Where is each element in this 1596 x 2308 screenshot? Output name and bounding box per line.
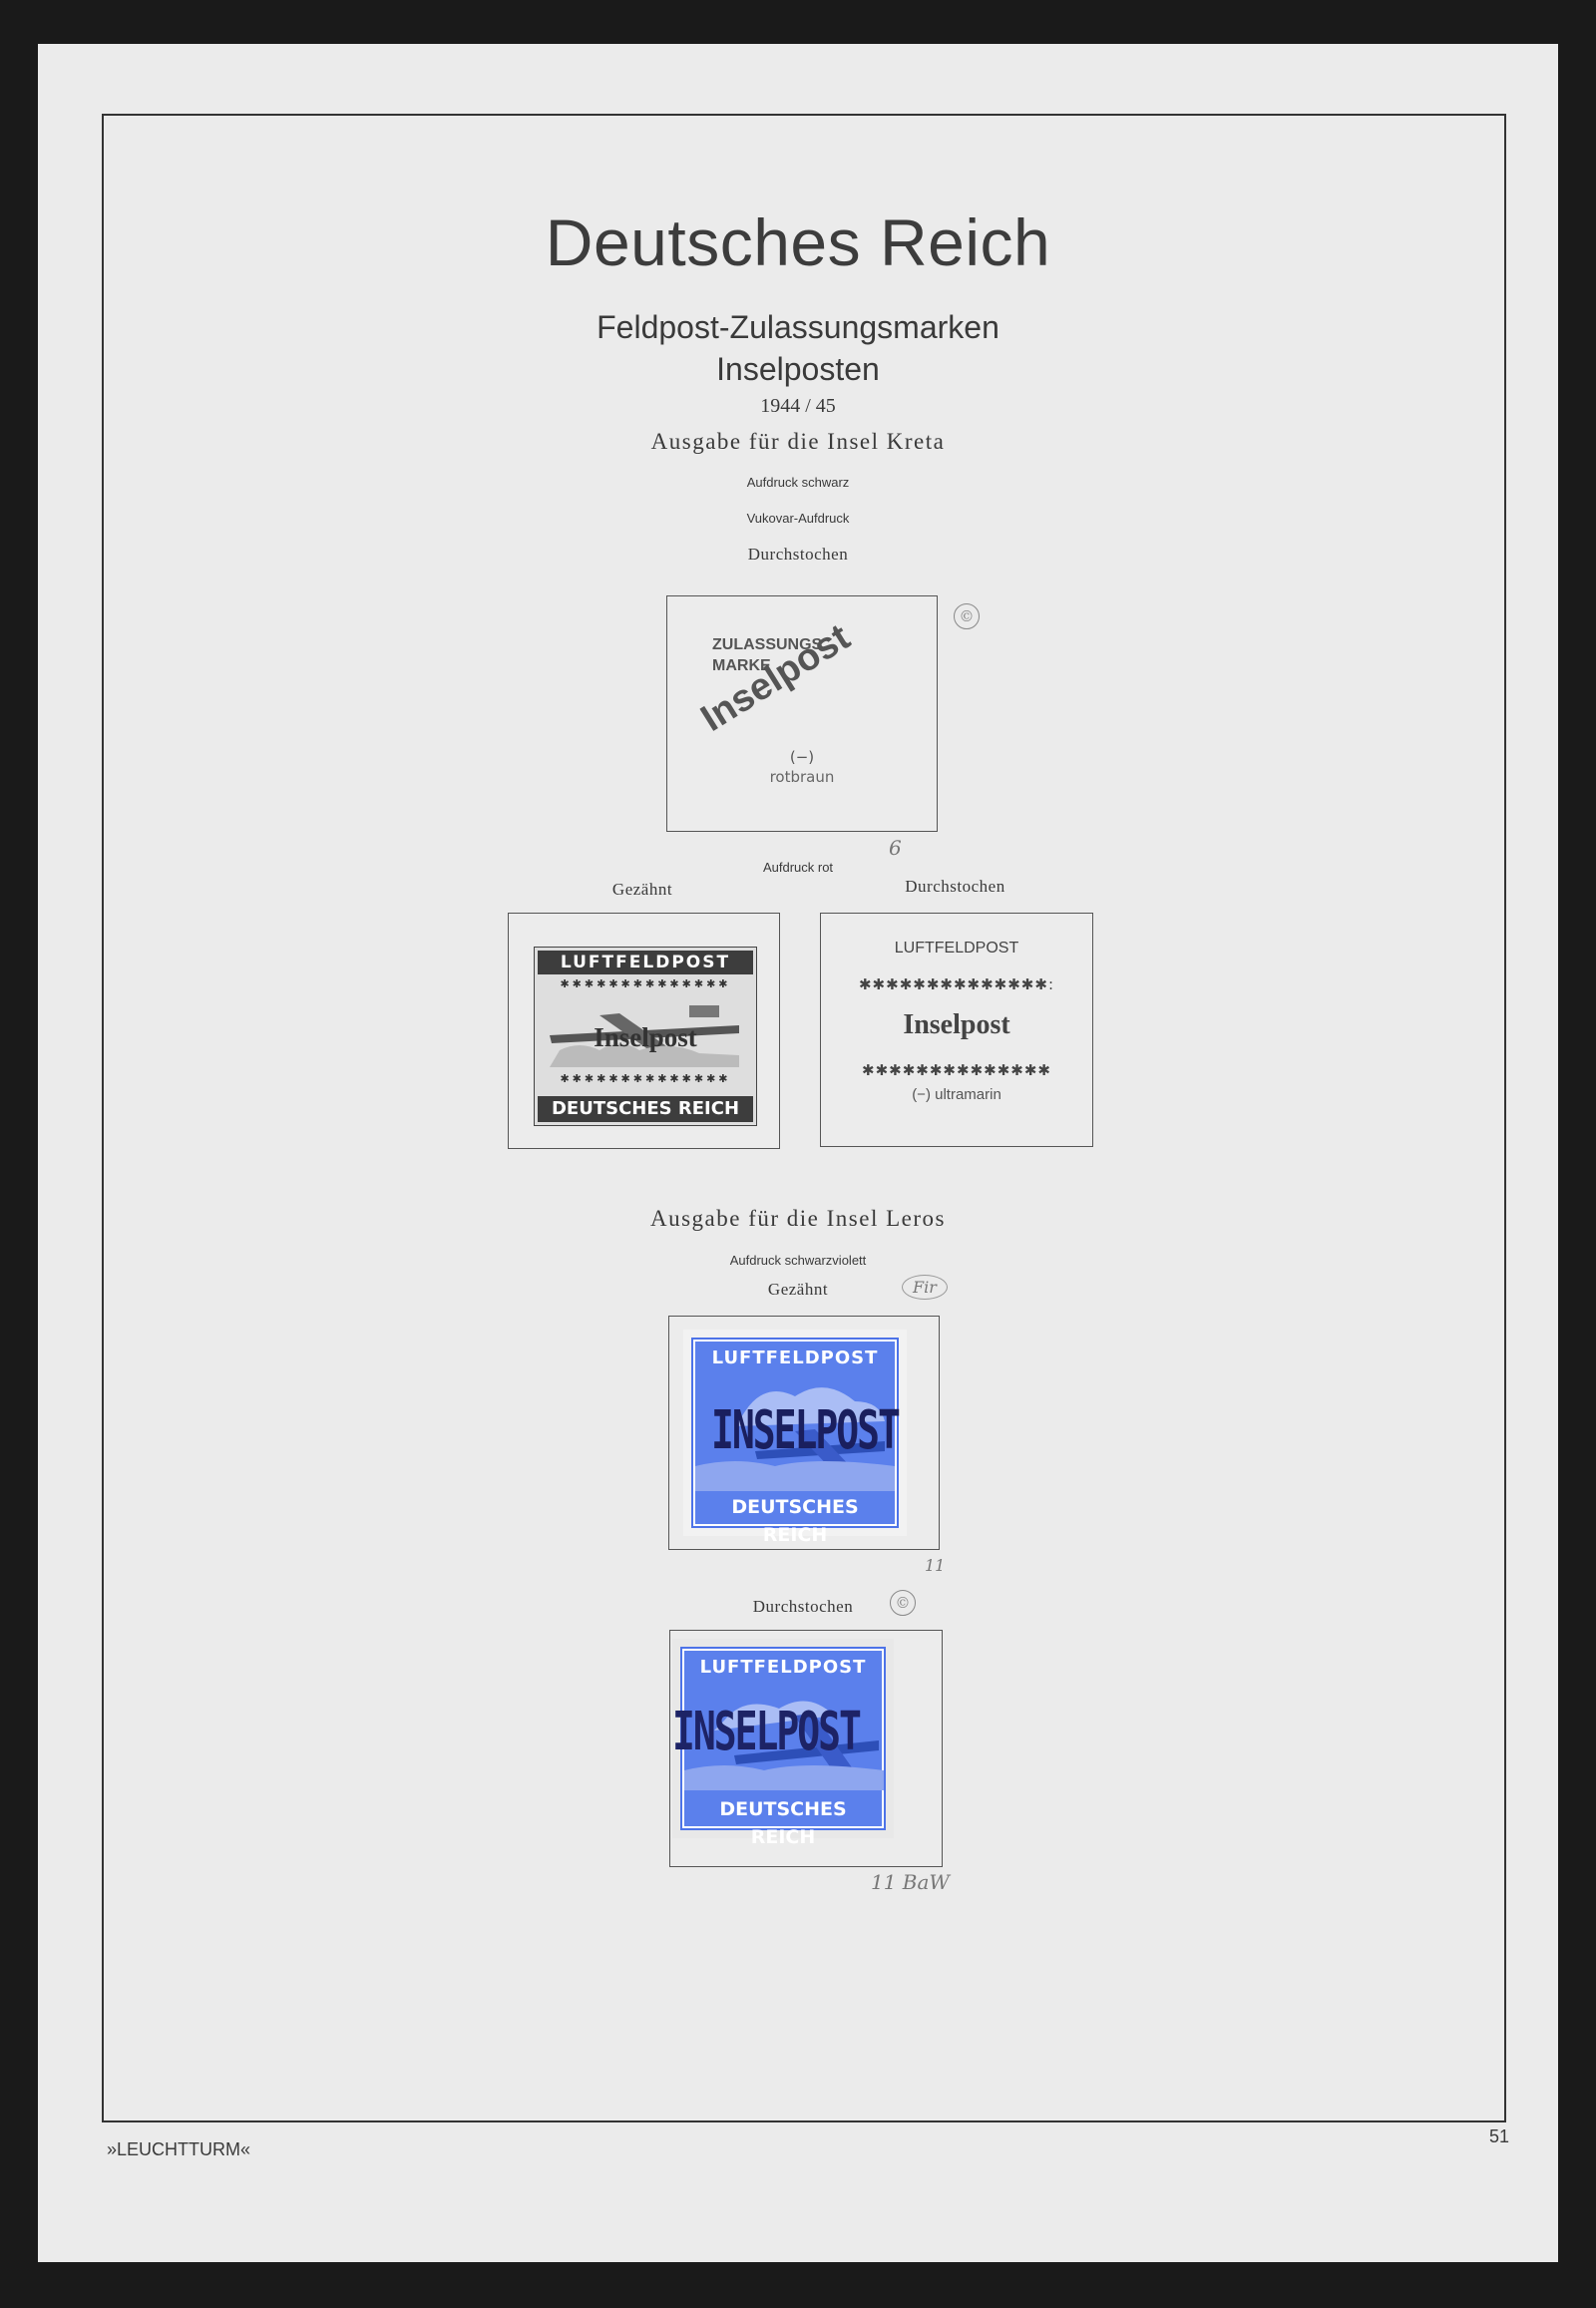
stamp1-line1: ZULASSUNGS [712, 636, 823, 653]
subtitle-zulassungsmarken: Feldpost-Zulassungsmarken [597, 309, 999, 345]
stamp2-overprint: Inselpost [594, 1022, 697, 1052]
leros-heading: Ausgabe für die Insel Leros [650, 1206, 946, 1231]
pencil-11-ball: 11 BaW [871, 1870, 950, 1894]
stamp5-bottom: DEUTSCHES REICH [719, 1798, 847, 1848]
stamp-slot-leros-gezaehnt: LUFTFELDPOST DEUTSCHES REICH INSELPOST [668, 1316, 940, 1550]
stamp4-overprint: INSELPOST [711, 1399, 901, 1461]
stamp-slot-zulassungsmarke: ZULASSUNGS MARKE Inselpost (−) rotbraun [666, 595, 938, 832]
label-durchstochen: Durchstochen [905, 877, 1005, 896]
page-frame [102, 114, 1506, 2122]
stamp3-caption: (−) ultramarin [912, 1086, 1001, 1103]
kreta-note-rot: Aufdruck rot [762, 860, 834, 875]
kreta-note-durchstochen: Durchstochen [747, 545, 849, 564]
leros-note-aufdruck: Aufdruck schwarzviolett [729, 1253, 867, 1268]
stamp4-bottom: DEUTSCHES REICH [731, 1496, 859, 1546]
kreta-note-aufdruck: Aufdruck schwarz [746, 475, 850, 490]
stamp2-border-bottom: ✱✱✱✱✱✱✱✱✱✱✱✱✱✱ [560, 1072, 731, 1085]
stamp3-stars-top: ✱✱✱✱✱✱✱✱✱✱✱✱✱✱: [858, 975, 1054, 993]
stamp-slot-leros-durchstochen: LUFTFELDPOST DEUTSCHES REICH INSELPOST [669, 1630, 943, 1867]
issue-years: 1944 / 45 [760, 395, 836, 417]
airplane-clouds-icon-2 [684, 1701, 884, 1790]
stamp5-overprint: INSELPOST [672, 1701, 862, 1762]
stamp3-stars-bottom: ✱✱✱✱✱✱✱✱✱✱✱✱✱✱ [862, 1061, 1051, 1079]
stamp1-color: rotbraun [769, 768, 835, 786]
stamp1-value: (−) [789, 748, 815, 766]
footer-brand: »LEUCHTTURM« [107, 2139, 251, 2159]
airplane-icon [550, 1005, 739, 1067]
stamp5-top: LUFTFELDPOST [699, 1657, 867, 1678]
stamp1-line2: MARKE [712, 657, 771, 674]
page-title: Deutsches Reich [545, 205, 1051, 279]
pencil-number-11: 11 [925, 1556, 946, 1575]
stamp2-border-top: ✱✱✱✱✱✱✱✱✱✱✱✱✱✱ [560, 977, 731, 990]
pencil-copyright-mark: © [954, 603, 980, 629]
pencil-copyright-mark-2: © [890, 1590, 916, 1616]
kreta-note-vukovar: Vukovar-Aufdruck [746, 511, 850, 526]
leros-label-gezaehnt: Gezähnt [767, 1280, 829, 1299]
album-page [38, 44, 1558, 2262]
pencil-number-6: 6 [889, 836, 902, 860]
page-number: 51 [1489, 2126, 1510, 2146]
stamp4-top: LUFTFELDPOST [711, 1347, 879, 1368]
stamp-slot-luftfeldpost-durchstochen: LUFTFELDPOST ✱✱✱✱✱✱✱✱✱✱✱✱✱✱: Inselpost ✱… [820, 913, 1093, 1147]
stamp2-top: LUFTFELDPOST [538, 951, 753, 974]
stamp3-overprint: Inselpost [903, 1009, 1010, 1040]
pencil-fir-mark: Fir [902, 1275, 948, 1300]
stamp-slot-luftfeldpost-gezaehnt: LUFTFELDPOST ✱✱✱✱✱✱✱✱✱✱✱✱✱✱ Inselpost ✱✱… [508, 913, 780, 1149]
stamp3-top: LUFTFELDPOST [894, 940, 1019, 957]
label-gezaehnt: Gezähnt [611, 880, 673, 899]
stamp5[interactable]: LUFTFELDPOST DEUTSCHES REICH INSELPOST [672, 1639, 894, 1848]
subtitle-inselposten: Inselposten [716, 351, 880, 387]
airplane-clouds-icon [695, 1387, 895, 1491]
kreta-heading: Ausgabe für die Insel Kreta [650, 429, 946, 454]
leros-label-durchstochen: Durchstochen [752, 1597, 854, 1616]
stamp4[interactable]: LUFTFELDPOST DEUTSCHES REICH INSELPOST [683, 1330, 907, 1546]
stamp2-bottom: DEUTSCHES REICH [538, 1096, 753, 1122]
